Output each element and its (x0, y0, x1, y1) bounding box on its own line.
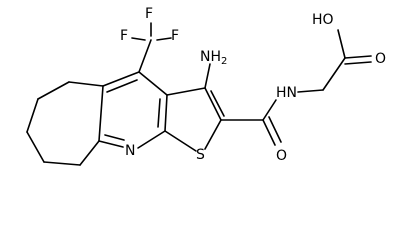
carbonyl-oxygen-label: O (276, 148, 287, 164)
thiophene-ring (164, 87, 225, 152)
structure-diagram: F F F NH2 HN O HO O N S (26, 6, 386, 166)
fluorine-left-label: F (120, 28, 128, 44)
amide-nh-label: HN (276, 85, 297, 101)
cycloheptane-ring (26, 81, 104, 166)
side-chain (220, 29, 372, 146)
hydroxyl-label: HO (312, 12, 334, 28)
bond-c-f-right (156, 37, 172, 41)
pyridine-nitrogen-label: N (125, 143, 135, 159)
trifluoromethyl-group (131, 22, 172, 73)
fluorine-right-label: F (171, 28, 179, 44)
bond-amino (204, 63, 211, 89)
pyridine-ring (98, 71, 168, 149)
thiophene-sulfur-label: S (196, 147, 205, 163)
amino-label: NH2 (200, 49, 227, 67)
bond-c-f-left (131, 37, 146, 41)
fluorine-top-label: F (145, 6, 153, 22)
acid-oxygen-label: O (375, 51, 386, 67)
molecule-canvas: F F F NH2 HN O HO O N S (26, 6, 386, 166)
bond-cf3-ring (138, 39, 152, 73)
